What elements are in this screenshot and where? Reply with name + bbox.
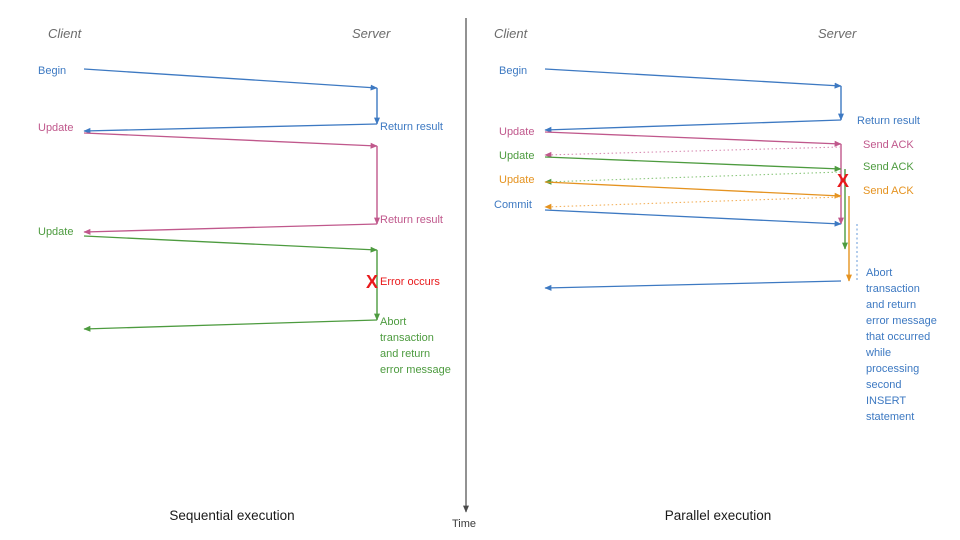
message-arrow-update-2 xyxy=(83,132,378,149)
message-arrow-update-4 xyxy=(83,235,378,253)
message-label-commit: Commit xyxy=(494,199,532,211)
lane-header-client: Client xyxy=(494,26,529,41)
note-line: error message xyxy=(866,315,937,327)
message-arrow-return-result-1 xyxy=(83,123,378,134)
message-label-update: Update xyxy=(499,126,534,138)
note-line: Abort xyxy=(866,267,892,279)
message-arrow-return-result-3 xyxy=(83,223,378,235)
error-x-icon: X xyxy=(837,171,849,191)
note-line: INSERT xyxy=(866,395,906,407)
note-line: Abort xyxy=(380,316,406,328)
message-arrow-send-ack-7 xyxy=(544,196,842,210)
note-line: error message xyxy=(380,364,451,376)
message-arrow-commit-8 xyxy=(544,209,842,227)
error-x-icon: X xyxy=(366,272,378,292)
message-label-update: Update xyxy=(38,226,73,238)
lane-header-server: Server xyxy=(352,26,391,41)
note-line: and return xyxy=(866,299,916,311)
note-line: transaction xyxy=(866,283,920,295)
message-arrow-update-2 xyxy=(544,131,842,147)
message-label-return-result: Return result xyxy=(380,121,443,133)
time-axis-label: Time xyxy=(452,518,476,530)
note-line: that occurred xyxy=(866,331,930,343)
note-line: second xyxy=(866,379,901,391)
message-label-update: Update xyxy=(499,174,534,186)
panel-caption-parallel: Parallel execution xyxy=(665,508,772,523)
message-label-return-result: Return result xyxy=(380,214,443,226)
message-arrow-return-result-1 xyxy=(544,119,842,133)
message-label-send-ack: Send ACK xyxy=(863,185,914,197)
lane-header-server: Server xyxy=(818,26,857,41)
message-arrow-begin-0 xyxy=(544,68,842,89)
message-arrow-return-5 xyxy=(83,319,378,332)
message-label-send-ack: Send ACK xyxy=(863,139,914,151)
message-arrow-begin-0 xyxy=(83,68,378,91)
message-arrow-send-ack-3 xyxy=(544,146,842,158)
note-block-sequential: Abort transaction and return error message xyxy=(380,316,451,376)
message-label-update: Update xyxy=(38,122,73,134)
message-label-begin: Begin xyxy=(38,65,66,77)
message-label-send-ack: Send ACK xyxy=(863,161,914,173)
note-block-parallel: Abort transaction and return error message t… xyxy=(865,267,937,423)
lane-header-client: Client xyxy=(48,26,83,41)
panel-caption-sequential: Sequential execution xyxy=(169,508,294,523)
message-label-update: Update xyxy=(499,150,534,162)
message-arrow-send-ack-5 xyxy=(544,171,842,185)
message-arrow-update-4 xyxy=(544,156,842,172)
message-label-begin: Begin xyxy=(499,65,527,77)
note-line: while xyxy=(865,347,891,359)
message-arrow-return-9 xyxy=(544,280,842,291)
message-arrow-update-6 xyxy=(544,181,842,199)
error-label: Error occurs xyxy=(380,276,440,288)
note-line: statement xyxy=(866,411,914,423)
note-line: processing xyxy=(866,363,919,375)
note-line: transaction xyxy=(380,332,434,344)
note-line: and return xyxy=(380,348,430,360)
message-label-return-result: Return result xyxy=(857,115,920,127)
